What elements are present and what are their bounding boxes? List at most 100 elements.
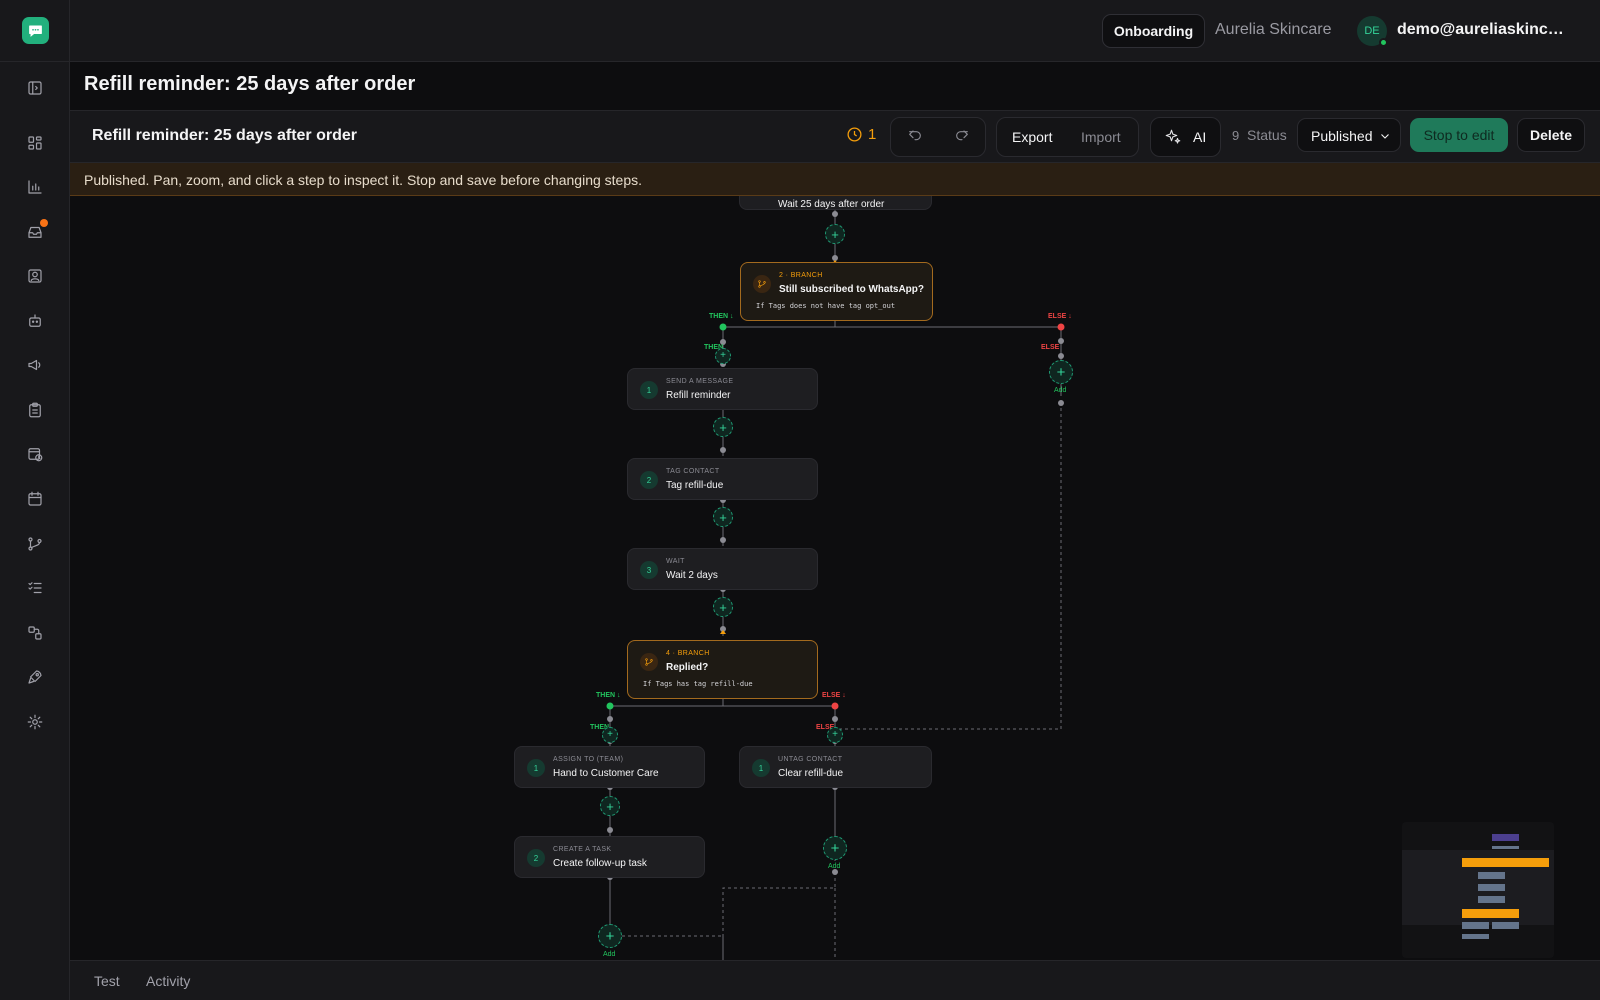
app-logo[interactable] xyxy=(22,17,49,44)
add-step-button[interactable]: + xyxy=(713,507,733,527)
bot-icon[interactable] xyxy=(25,311,45,331)
flow-canvas[interactable]: Wait 25 days after order + 2 · BRANCH St… xyxy=(70,196,1600,960)
node-title: Replied? xyxy=(666,662,709,673)
branch-node-replied[interactable]: 4 · BRANCH Replied? If Tags has tag refi… xyxy=(627,640,818,699)
add-step-button[interactable]: + xyxy=(823,836,847,860)
node-title: Refill reminder xyxy=(666,390,731,401)
redo-icon xyxy=(955,129,968,140)
add-step-button[interactable]: + xyxy=(713,417,733,437)
ai-button[interactable]: AI xyxy=(1150,117,1221,157)
bottom-panel-tabs: Test Activity xyxy=(70,960,1600,1000)
user-email[interactable]: demo@aureliaskincar... xyxy=(1397,21,1572,38)
minimap-node xyxy=(1478,896,1505,903)
node-title: Clear refill-due xyxy=(778,768,844,779)
minimap-node xyxy=(1478,884,1505,891)
version-history-count: 1 xyxy=(868,126,877,143)
node-kind: SEND A MESSAGE xyxy=(666,378,734,385)
onboarding-button[interactable]: Onboarding xyxy=(1102,14,1205,48)
organization-name[interactable]: Aurelia Skincare xyxy=(1215,21,1332,38)
chat-logo-icon xyxy=(29,25,42,37)
add-step-button[interactable]: + xyxy=(715,348,731,364)
clock-icon xyxy=(847,127,862,142)
flow-toolbar: Refill reminder: 25 days after order 1 E… xyxy=(70,111,1600,163)
flow-node-wait-25-days[interactable]: Wait 25 days after order xyxy=(739,196,932,210)
undo-redo-group xyxy=(890,117,986,157)
minimap[interactable] xyxy=(1402,822,1554,958)
node-title: Wait 2 days xyxy=(666,570,718,581)
then-label: THEN xyxy=(590,724,610,731)
flow-node-send-message[interactable]: 1 SEND A MESSAGE Refill reminder xyxy=(627,368,818,410)
minimap-node xyxy=(1492,834,1519,841)
schedule-icon[interactable] xyxy=(25,444,45,464)
add-step-button[interactable]: + xyxy=(600,796,620,816)
delete-button[interactable]: Delete xyxy=(1517,118,1585,152)
tab-test[interactable]: Test xyxy=(94,973,120,989)
version-history-button[interactable]: 1 xyxy=(846,126,876,143)
tab-activity[interactable]: Activity xyxy=(146,973,191,989)
export-button[interactable]: Export xyxy=(1012,129,1053,145)
node-title: Create follow-up task xyxy=(553,858,647,869)
node-title: Hand to Customer Care xyxy=(553,768,659,779)
broadcast-icon[interactable] xyxy=(25,355,45,375)
flow-node-untag-contact[interactable]: 1 UNTAG CONTACT Clear refill-due xyxy=(739,746,932,788)
node-kind: 4 · BRANCH xyxy=(666,650,710,657)
settings-icon[interactable] xyxy=(25,712,45,732)
integrations-icon[interactable] xyxy=(25,623,45,643)
else-arrow-label: ELSE ↓ xyxy=(822,692,846,699)
undo-button[interactable] xyxy=(907,127,923,148)
node-title: Tag refill-due xyxy=(666,480,724,491)
node-title: Wait 25 days after order xyxy=(778,199,885,210)
flow-node-create-task[interactable]: 2 CREATE A TASK Create follow-up task xyxy=(514,836,705,878)
sidebar-toggle-icon[interactable] xyxy=(25,78,45,98)
stop-to-edit-button[interactable]: Stop to edit xyxy=(1410,118,1508,152)
else-label: ELSE xyxy=(1041,344,1060,351)
contacts-icon[interactable] xyxy=(25,266,45,286)
node-kind: CREATE A TASK xyxy=(553,846,612,853)
step-number: 2 xyxy=(527,849,545,867)
minimap-node xyxy=(1492,846,1519,849)
analytics-icon[interactable] xyxy=(25,177,45,197)
flow-node-assign-team[interactable]: 1 ASSIGN TO (TEAM) Hand to Customer Care xyxy=(514,746,705,788)
minimap-node xyxy=(1462,858,1549,867)
import-button[interactable]: Import xyxy=(1081,129,1121,145)
add-step-button[interactable]: + xyxy=(713,597,733,617)
avatar[interactable]: DE xyxy=(1357,16,1388,47)
flow-icon[interactable] xyxy=(25,534,45,554)
node-title: Still subscribed to WhatsApp? xyxy=(779,284,925,295)
then-arrow-label: THEN ↓ xyxy=(596,692,621,699)
launch-icon[interactable] xyxy=(25,667,45,687)
add-step-button[interactable]: + xyxy=(1049,360,1073,384)
step-number: 1 xyxy=(640,381,658,399)
rail-divider xyxy=(0,61,70,62)
step-number: 3 xyxy=(640,561,658,579)
export-import-group: Export Import xyxy=(996,117,1139,157)
branch-node-whatsapp[interactable]: 2 · BRANCH Still subscribed to WhatsApp?… xyxy=(740,262,933,321)
dashboard-icon[interactable] xyxy=(25,133,45,153)
clipboard-icon[interactable] xyxy=(25,400,45,420)
step-number: 2 xyxy=(640,471,658,489)
banner-text: Published. Pan, zoom, and click a step t… xyxy=(84,172,643,188)
add-step-button[interactable]: + xyxy=(602,727,618,743)
status-value: Published xyxy=(1311,128,1373,144)
branch-icon xyxy=(753,275,771,293)
inbox-notification-badge xyxy=(40,219,48,227)
chevron-down-icon xyxy=(1381,134,1389,139)
add-step-button[interactable]: + xyxy=(827,727,843,743)
add-step-button[interactable]: + xyxy=(825,224,845,244)
flow-node-tag-contact[interactable]: 2 TAG CONTACT Tag refill-due xyxy=(627,458,818,500)
minimap-node xyxy=(1478,872,1505,879)
minimap-node xyxy=(1492,922,1519,929)
else-label: ELSE xyxy=(816,724,835,731)
status-select[interactable]: Published xyxy=(1297,118,1401,152)
redo-button[interactable] xyxy=(954,127,970,148)
tasks-icon[interactable] xyxy=(25,578,45,598)
published-banner: Published. Pan, zoom, and click a step t… xyxy=(70,163,1600,196)
add-step-button[interactable]: + xyxy=(598,924,622,948)
calendar-icon[interactable] xyxy=(25,489,45,509)
flow-node-wait[interactable]: 3 WAIT Wait 2 days xyxy=(627,548,818,590)
inbox-icon[interactable] xyxy=(25,219,48,242)
page-title-bar: Refill reminder: 25 days after order xyxy=(70,62,1600,111)
node-kind: TAG CONTACT xyxy=(666,468,720,475)
add-label: Add xyxy=(828,863,841,870)
minimap-node xyxy=(1462,909,1519,918)
